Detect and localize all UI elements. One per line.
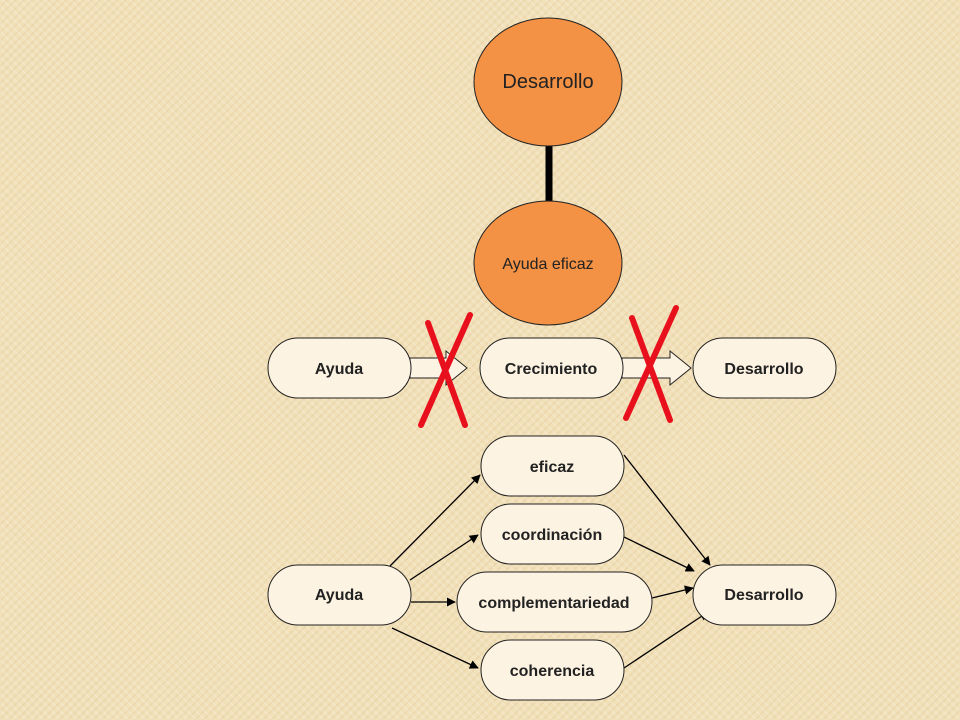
node-ayuda-source-label: Ayuda (315, 587, 363, 604)
arrow-ayuda-coherencia (391, 627, 479, 669)
bottom-nodes: Ayuda Desarrollo eficaz coordinación com… (267, 435, 837, 701)
bottom-flow (389, 454, 711, 669)
linear-chain: Ayuda Crecimiento Desarrollo (267, 305, 837, 428)
arrow-coordinacion-desarrollo (623, 536, 695, 572)
top-concept: Desarrollo Ayuda eficaz (473, 17, 623, 326)
arrow-ayuda-coordinacion (409, 534, 479, 581)
desarrollo-circle (473, 17, 623, 147)
node-crecimiento-label: Crecimiento (505, 361, 598, 378)
node-desarrollo-target (692, 564, 837, 626)
node-ayuda-source (267, 564, 412, 626)
node-ayuda-chain-label: Ayuda (315, 361, 363, 378)
ayuda-eficaz-circle-label: Ayuda eficaz (502, 256, 593, 273)
arrow-coherencia-desarrollo (623, 611, 709, 669)
node-eficaz-label: eficaz (530, 459, 574, 476)
ayuda-eficaz-circle (473, 200, 623, 326)
node-coherencia (480, 639, 625, 701)
desarrollo-circle-label: Desarrollo (502, 71, 593, 93)
node-coherencia-label: coherencia (510, 663, 595, 680)
node-complementariedad-label: complementariedad (478, 595, 629, 612)
node-coordinacion-label: coordinación (502, 527, 602, 544)
block-arrow-2 (621, 349, 692, 387)
arrow-eficaz-desarrollo (623, 454, 711, 566)
node-coordinacion (480, 503, 625, 565)
cross-mark-2 (623, 305, 679, 423)
node-complementariedad (456, 571, 653, 633)
cross-mark-1 (418, 312, 473, 428)
node-ayuda-chain (267, 337, 412, 399)
arrow-ayuda-eficaz (389, 474, 481, 567)
node-crecimiento (479, 337, 624, 399)
node-desarrollo-chain (692, 337, 837, 399)
arrow-complementariedad-desarrollo (651, 585, 694, 599)
node-desarrollo-chain-label: Desarrollo (724, 361, 803, 378)
node-desarrollo-target-label: Desarrollo (724, 587, 803, 604)
node-eficaz (480, 435, 625, 497)
